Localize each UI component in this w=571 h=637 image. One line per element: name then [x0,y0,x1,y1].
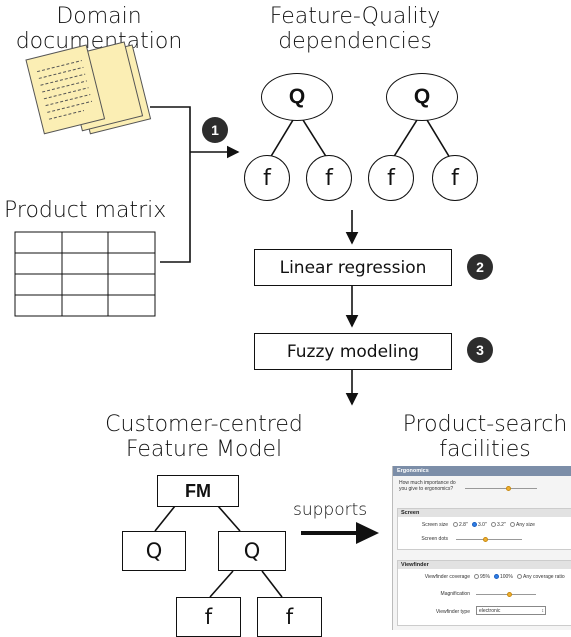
supports-label: supports [293,500,367,520]
fq-title-line2: dependencies [278,29,432,55]
fm-root-label: FM [185,480,211,501]
product-matrix-title-text: Product matrix [4,198,167,223]
fm-quality-node-2: Q [218,531,286,571]
screen-size-radio-2[interactable] [491,522,496,527]
fq-quality-node-1: Q [261,73,333,121]
viewfinder-coverage-label: Viewfinder coverage [424,574,470,580]
fq-feature-label-2: f [325,165,333,191]
fm-quality-node-1: Q [122,531,186,571]
cfm-title: Customer-centred Feature Model [94,412,314,463]
magnification-label: Magnification [440,591,470,597]
importance-slider-knob[interactable] [505,486,511,491]
fq-quality-label-2: Q [413,85,431,108]
fq-feature-node-2: f [306,155,352,201]
step-badge-2-label: 2 [476,259,484,275]
importance-question-line2: you give to ergonomics? [399,486,454,492]
coverage-option-0: 95% [480,574,491,580]
fq-feature-label-4: f [451,165,459,191]
domain-doc-title-line2: documentation [15,29,183,55]
fq-title-line1: Feature-Quality [269,4,441,29]
fq-feature-label-3: f [387,165,395,191]
step-badge-3: 3 [467,337,493,363]
screen-size-label: Screen size [421,522,448,528]
product-matrix-grid [14,231,156,317]
step-badge-1: 1 [202,117,228,143]
importance-question-line1: How much importance do [399,480,456,486]
screen-dots-label: Screen dots [421,536,448,542]
domain-doc-title: Domain documentation [0,4,198,55]
screen-size-option-3: Any size [516,522,535,528]
fm-quality-label-1: Q [145,539,163,563]
fm-feature-node-2: f [257,597,322,637]
importance-slider[interactable] [465,486,537,491]
fq-feature-node-4: f [432,155,478,201]
viewfinder-type-value: electronic [479,608,501,614]
screen-size-radio-0[interactable] [453,522,458,527]
cfm-title-line1: Customer-centred [105,412,303,437]
magnification-slider-knob[interactable] [506,592,512,597]
screen-section-title: Screen [398,509,571,517]
cfm-title-line2: Feature Model [125,437,283,463]
viewfinder-type-select[interactable]: electronic ↕ [476,606,546,615]
fq-tree-edges [269,119,451,159]
screen-size-option-0: 2.8" [459,522,468,528]
coverage-option-2: Any coverage ratio [523,574,565,580]
fm-feature-label-1: f [204,605,213,629]
supports-arrow [301,522,379,544]
screen-size-radio-3[interactable] [510,522,515,527]
fm-root-node: FM [157,475,239,507]
select-chevron-icon: ↕ [541,608,545,614]
product-search-panel: Ergonomics How much importance do you gi… [392,466,571,630]
fuzzy-modeling-label: Fuzzy modeling [286,341,420,362]
fq-feature-label-1: f [263,165,271,191]
screen-size-option-1: 3.0" [478,522,487,528]
ps-title-line1: Product-search [402,412,568,437]
coverage-radio-0[interactable] [474,574,479,579]
linear-regression-box: Linear regression [254,249,452,286]
screen-dots-slider[interactable] [456,537,522,542]
linear-regression-label: Linear regression [279,257,427,278]
supports-label-text: supports [293,500,368,520]
viewfinder-type-label: Viewfinder type [435,609,470,615]
fm-quality-label-2: Q [243,539,261,563]
coverage-option-1: 100% [500,574,513,580]
step-badge-1-label: 1 [211,122,219,138]
screen-size-option-2: 3.2" [497,522,506,528]
coverage-radio-2[interactable] [517,574,522,579]
step-badge-2: 2 [467,254,493,280]
fq-quality-label-1: Q [288,85,306,108]
viewfinder-section: Viewfinder Viewfinder coverage 95% 100% … [397,560,571,626]
ps-title-line2: facilities [439,437,531,463]
fm-feature-label-2: f [285,605,294,629]
fq-dependencies-title: Feature-Quality dependencies [240,4,470,55]
product-search-title: Product-search facilities [380,412,571,463]
ergonomics-header: Ergonomics [393,466,571,476]
viewfinder-section-title: Viewfinder [398,561,571,569]
fq-quality-node-2: Q [386,73,458,121]
fq-feature-node-3: f [368,155,414,201]
fuzzy-modeling-box: Fuzzy modeling [254,333,452,370]
magnification-slider[interactable] [476,592,536,597]
fq-feature-node-1: f [244,155,290,201]
screen-size-radio-1[interactable] [472,522,477,527]
screen-dots-slider-knob[interactable] [483,537,489,542]
screen-section: Screen Screen size 2.8" 3.0" 3.2" Any si… [397,508,571,550]
fm-feature-node-1: f [176,597,241,637]
documents-icon [25,41,152,135]
domain-doc-title-line1: Domain [56,4,142,29]
importance-question: How much importance do you give to ergon… [399,480,456,492]
step-badge-3-label: 3 [476,342,484,358]
product-matrix-title: Product matrix [4,198,180,223]
coverage-radio-1[interactable] [494,574,499,579]
